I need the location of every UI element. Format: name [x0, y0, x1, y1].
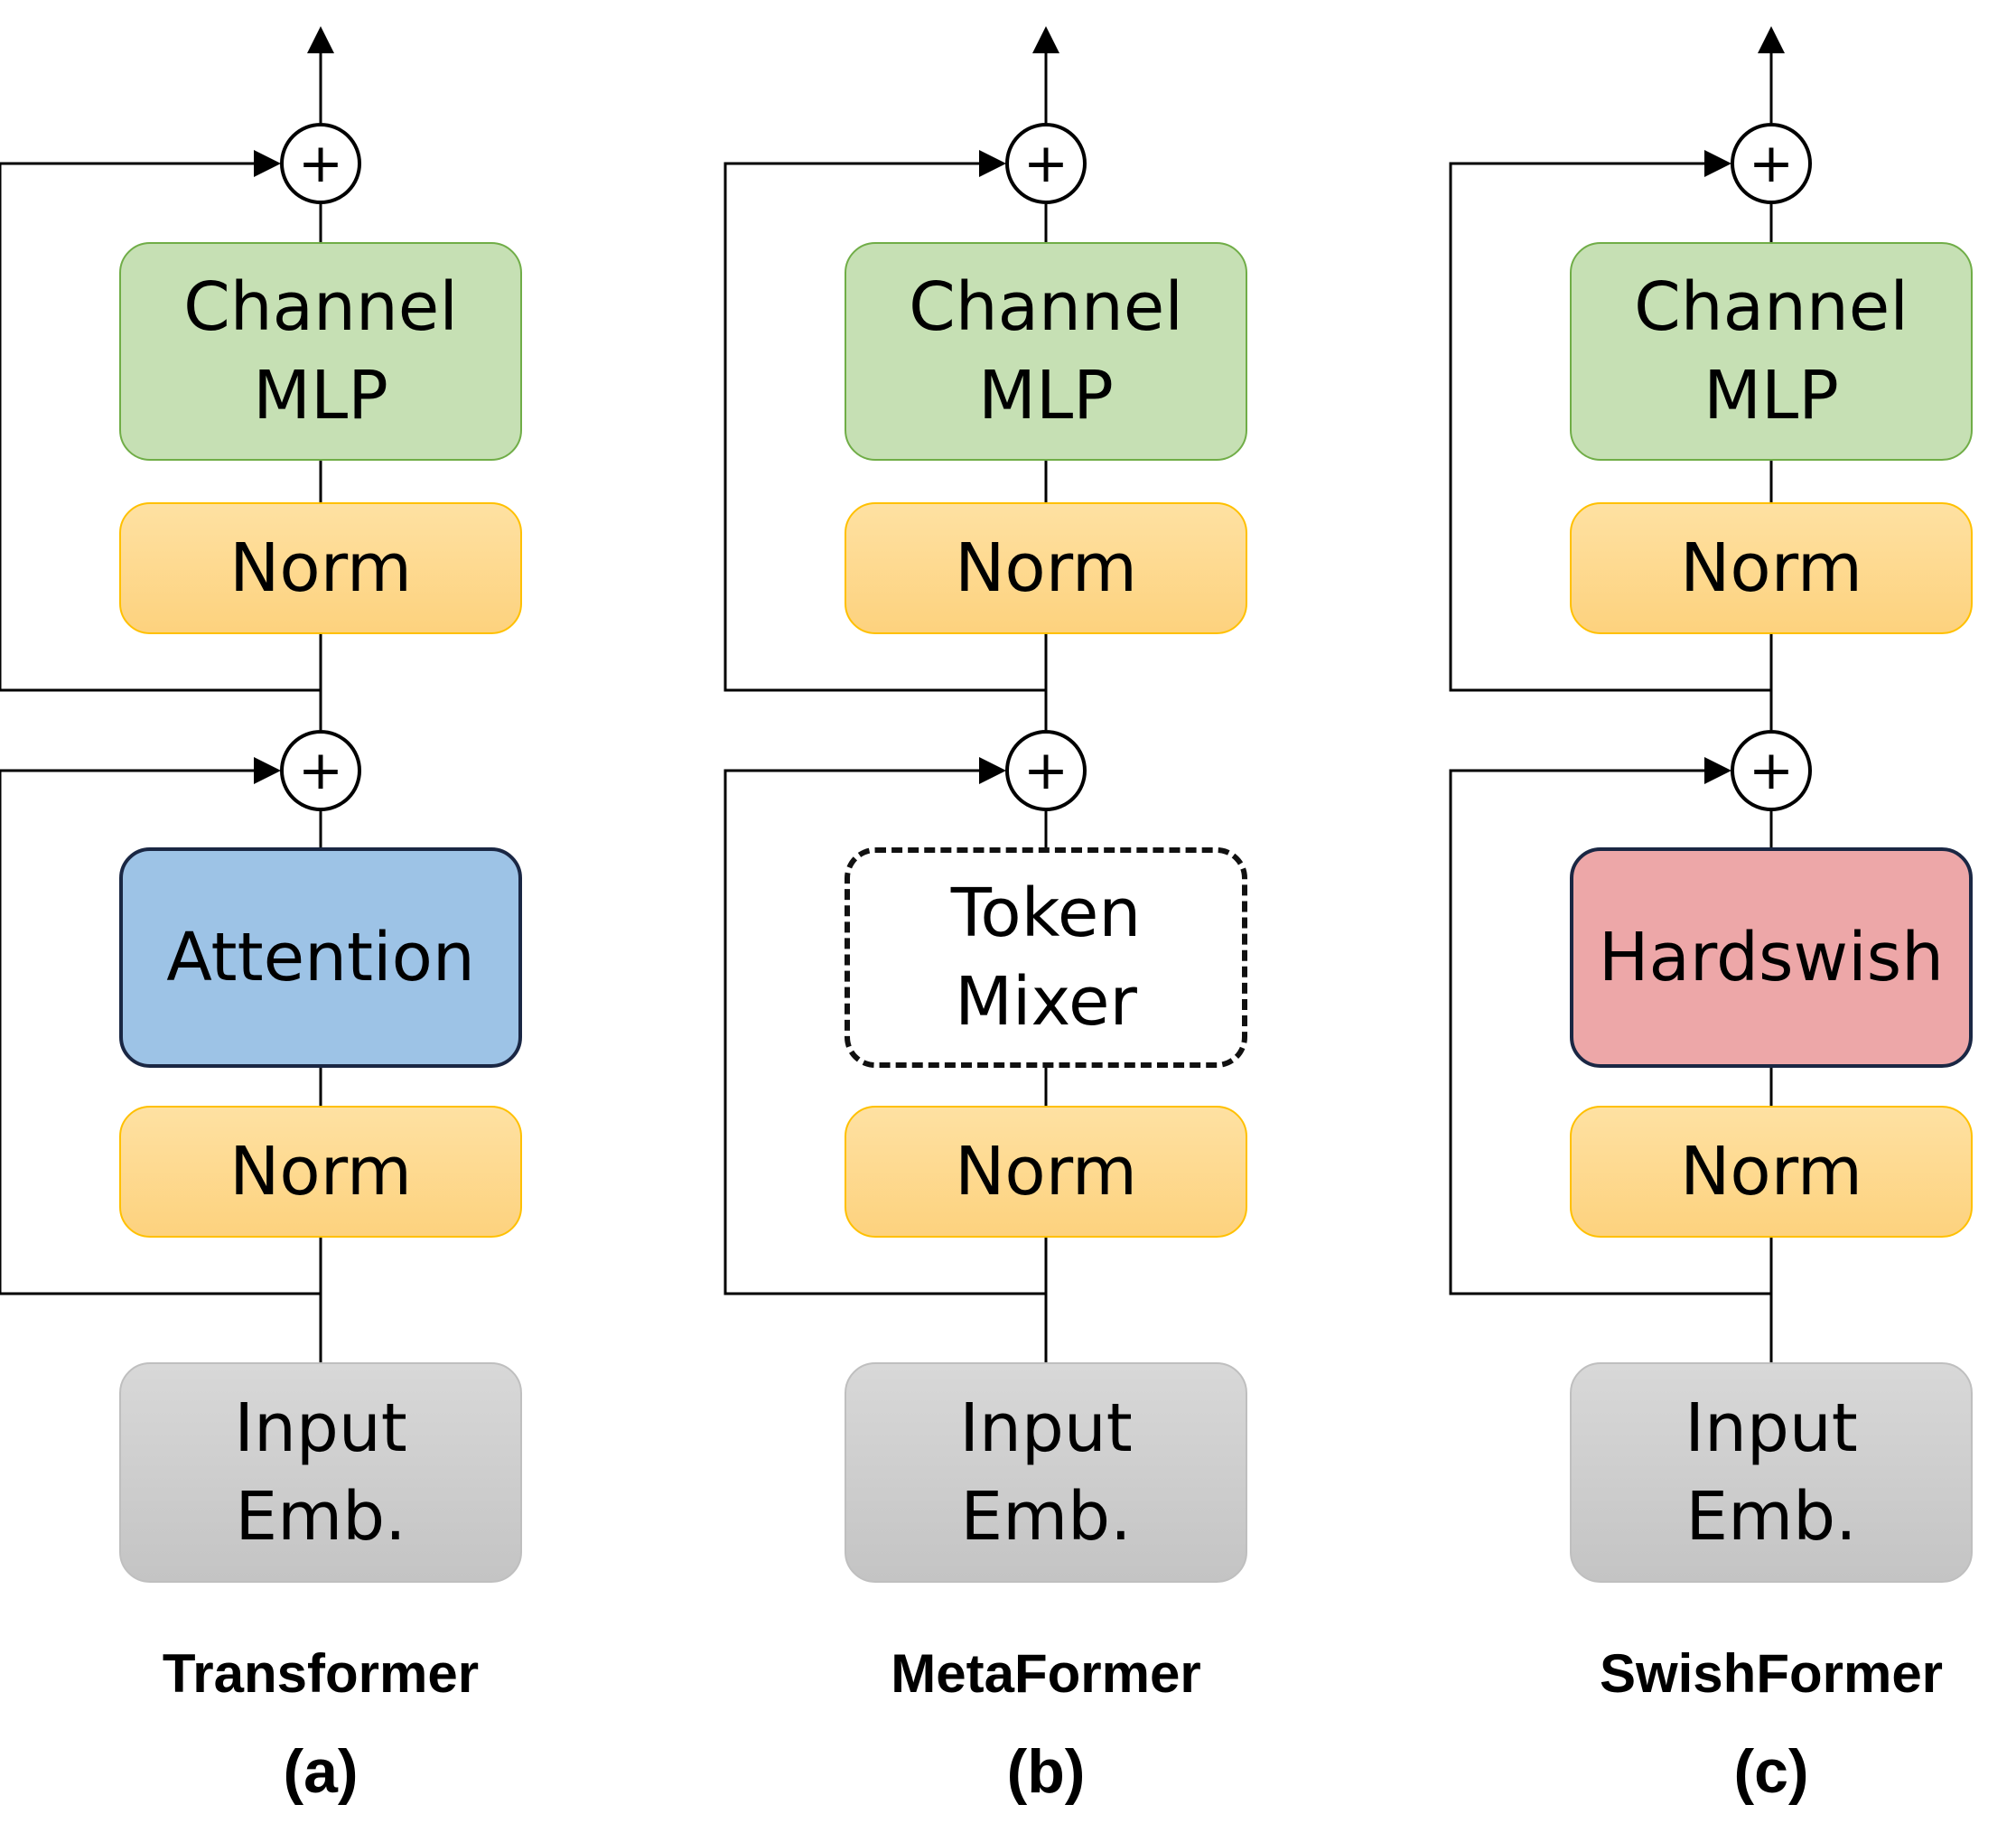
norm-block-bottom: Norm [1570, 1106, 1973, 1238]
channel-mlp-label-line2: MLP [253, 357, 388, 435]
attention-label: Attention [166, 919, 475, 996]
column-tag: (c) [1733, 1737, 1809, 1806]
token-mixer-block: Token Mixer [845, 847, 1247, 1068]
input-label-line1: Input [1685, 1389, 1858, 1467]
hardswish-block: Hardswish [1570, 847, 1973, 1068]
column-title: MetaFormer [891, 1643, 1201, 1704]
channel-mlp-label-line1: Channel [183, 268, 458, 346]
input-label-line2: Emb. [960, 1478, 1132, 1556]
norm-label: Norm [229, 1133, 412, 1211]
column-tag: (a) [283, 1737, 359, 1806]
input-label-line2: Emb. [1685, 1478, 1857, 1556]
attention-block: Attention [119, 847, 522, 1068]
channel-mlp-block: Channel MLP [119, 242, 522, 461]
norm-label: Norm [1680, 529, 1862, 607]
add-node-top: + [1731, 123, 1812, 204]
metaformer-column: + Channel MLP Norm + Token Mixer Norm In… [725, 0, 1367, 1842]
norm-block-bottom: Norm [845, 1106, 1247, 1238]
channel-mlp-label-line1: Channel [1634, 268, 1909, 346]
column-tag: (b) [1006, 1737, 1086, 1806]
norm-label: Norm [955, 1133, 1137, 1211]
token-mixer-label-line1: Token [950, 874, 1142, 952]
norm-label: Norm [1680, 1133, 1862, 1211]
channel-mlp-block: Channel MLP [1570, 242, 1973, 461]
add-node-top: + [280, 123, 361, 204]
channel-mlp-label-line2: MLP [1703, 357, 1839, 435]
add-node-bottom: + [1005, 730, 1087, 811]
norm-block-top: Norm [119, 502, 522, 634]
channel-mlp-label-line1: Channel [909, 268, 1183, 346]
add-node-bottom: + [280, 730, 361, 811]
input-label-line1: Input [959, 1389, 1133, 1467]
input-embedding-block: Input Emb. [845, 1362, 1247, 1583]
transformer-column: + Channel MLP Norm + Attention Norm Inpu… [0, 0, 641, 1842]
input-embedding-block: Input Emb. [1570, 1362, 1973, 1583]
input-label-line1: Input [234, 1389, 407, 1467]
norm-block-top: Norm [845, 502, 1247, 634]
column-title: Transformer [162, 1643, 480, 1704]
column-title: SwishFormer [1599, 1643, 1944, 1704]
add-node-bottom: + [1731, 730, 1812, 811]
add-node-top: + [1005, 123, 1087, 204]
input-label-line2: Emb. [235, 1478, 406, 1556]
swishformer-column: + Channel MLP Norm + Hardswish Norm Inpu… [1451, 0, 2016, 1842]
norm-block-top: Norm [1570, 502, 1973, 634]
norm-label: Norm [955, 529, 1137, 607]
channel-mlp-block: Channel MLP [845, 242, 1247, 461]
hardswish-label: Hardswish [1598, 919, 1945, 996]
norm-block-bottom: Norm [119, 1106, 522, 1238]
input-embedding-block: Input Emb. [119, 1362, 522, 1583]
token-mixer-label-line2: Mixer [955, 963, 1137, 1041]
channel-mlp-label-line2: MLP [978, 357, 1114, 435]
norm-label: Norm [229, 529, 412, 607]
